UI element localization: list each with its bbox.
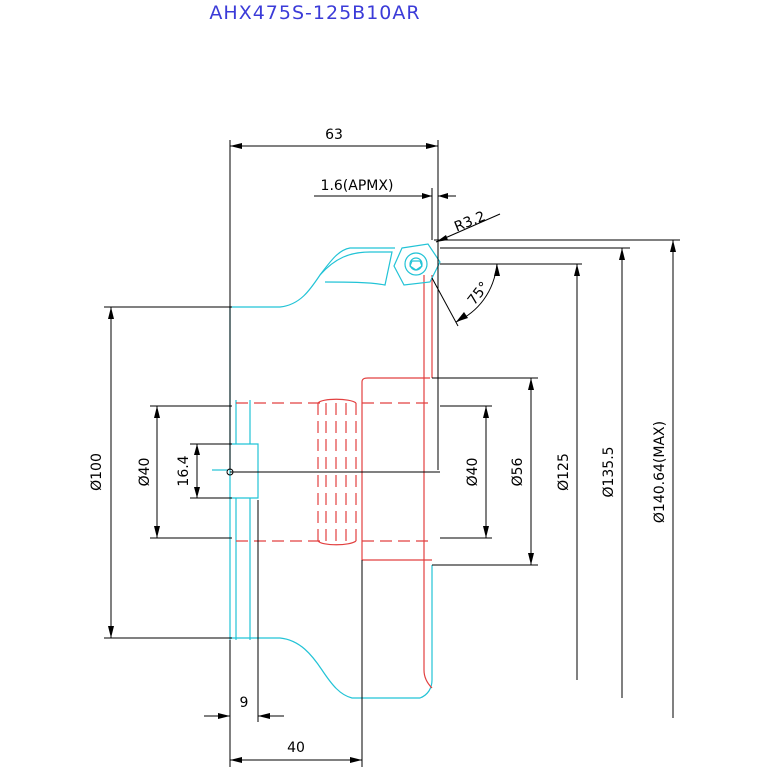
dim-apmx-label: 1.6(APMX) (321, 178, 394, 194)
dim-dia40-left-label: Ø40 (137, 458, 153, 487)
dim-angle-label: 75° (465, 279, 493, 308)
cutter-body-outline (212, 247, 433, 699)
insert-screw-icon (393, 243, 441, 286)
dim-radius-label: R3.2 (452, 209, 488, 236)
dimension-lines (104, 140, 680, 767)
insert-outline (236, 275, 433, 689)
dim-16-4-label: 16.4 (176, 455, 192, 486)
dim-9-label: 9 (240, 695, 249, 711)
dim-dia140-64-label: Ø140.64(MAX) (652, 421, 668, 523)
dim-dia125-label: Ø125 (556, 453, 572, 491)
dim-dia135-5-label: Ø135.5 (601, 446, 617, 497)
dim-dia100-label: Ø100 (89, 453, 105, 491)
dim-dia40-right-label: Ø40 (465, 458, 481, 487)
dim-40-label: 40 (287, 740, 305, 756)
dim-dia56-label: Ø56 (510, 457, 526, 486)
drawing-title: AHX475S-125B10AR (209, 2, 420, 24)
dim-63-label: 63 (325, 127, 343, 143)
